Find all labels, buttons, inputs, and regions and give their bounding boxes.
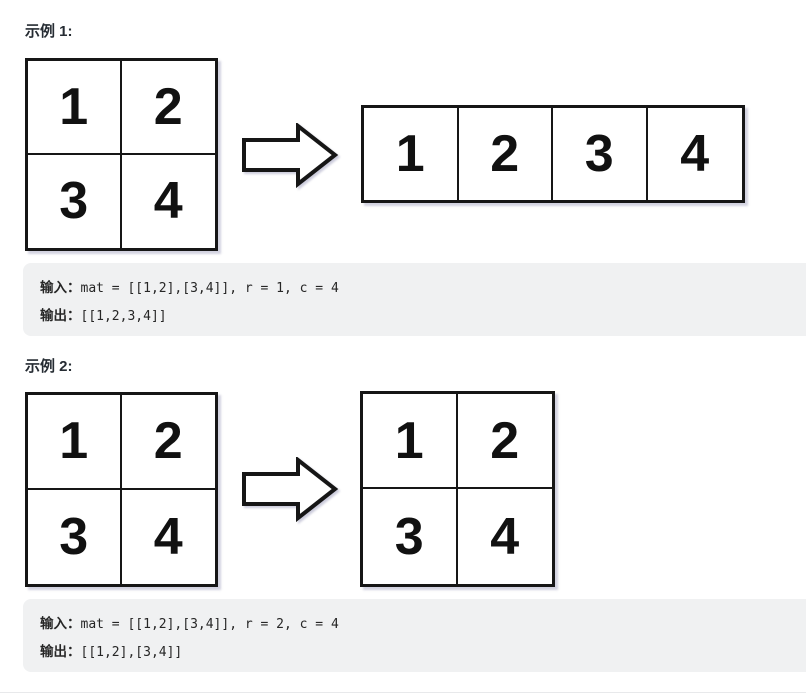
matrix-cell: 3 (363, 489, 458, 584)
matrix-cell: 4 (153, 172, 183, 231)
example-2-output-matrix: 1 2 3 4 (360, 391, 555, 587)
matrix-cell: 4 (153, 507, 183, 566)
input-line: 输入：mat = [[1,2],[3,4]], r = 1, c = 4 (40, 274, 790, 302)
output-line: 输出：[[1,2],[3,4]] (40, 638, 790, 666)
matrix-cell: 3 (28, 154, 122, 248)
matrix-cell: 1 (364, 108, 459, 200)
matrix-cell: 1 (28, 395, 122, 490)
right-arrow-icon (242, 123, 339, 188)
output-value: [[1,2,3,4]] (80, 309, 167, 324)
example-2-code-block: 输入：mat = [[1,2],[3,4]], r = 2, c = 4 输出：… (23, 599, 806, 672)
input-label: 输入： (40, 280, 81, 295)
input-label: 输入： (40, 616, 81, 631)
matrix-cell: 2 (459, 108, 553, 200)
matrix-cell: 1 (363, 394, 458, 489)
matrix-cell: 2 (121, 61, 215, 155)
output-label: 输出： (40, 308, 81, 323)
example-1-code-block: 输入：mat = [[1,2],[3,4]], r = 1, c = 4 输出：… (23, 263, 806, 336)
input-value: mat = [[1,2],[3,4]], r = 1, c = 4 (80, 281, 339, 296)
example-1-title: 示例 1: (25, 23, 73, 40)
matrix-cell: 4 (680, 125, 710, 183)
input-value: mat = [[1,2],[3,4]], r = 2, c = 4 (80, 617, 339, 632)
example-1-output-row: 1 2 3 4 (361, 105, 745, 203)
output-line: 输出：[[1,2,3,4]] (40, 302, 790, 330)
matrix-cell: 2 (457, 394, 552, 489)
matrix-cell: 4 (490, 507, 520, 566)
example-2-input-matrix: 1 2 3 4 (25, 392, 218, 587)
matrix-cell: 2 (121, 395, 215, 490)
output-value: [[1,2],[3,4]] (80, 645, 183, 660)
matrix-cell: 3 (28, 489, 122, 584)
right-arrow-icon (242, 457, 339, 522)
section-divider (0, 692, 806, 693)
matrix-cell: 1 (28, 61, 122, 155)
example-2-title: 示例 2: (25, 358, 73, 375)
input-line: 输入：mat = [[1,2],[3,4]], r = 2, c = 4 (40, 610, 790, 638)
output-label: 输出： (40, 644, 81, 659)
matrix-cell: 3 (553, 108, 648, 200)
example-1-input-matrix: 1 2 3 4 (25, 58, 218, 251)
